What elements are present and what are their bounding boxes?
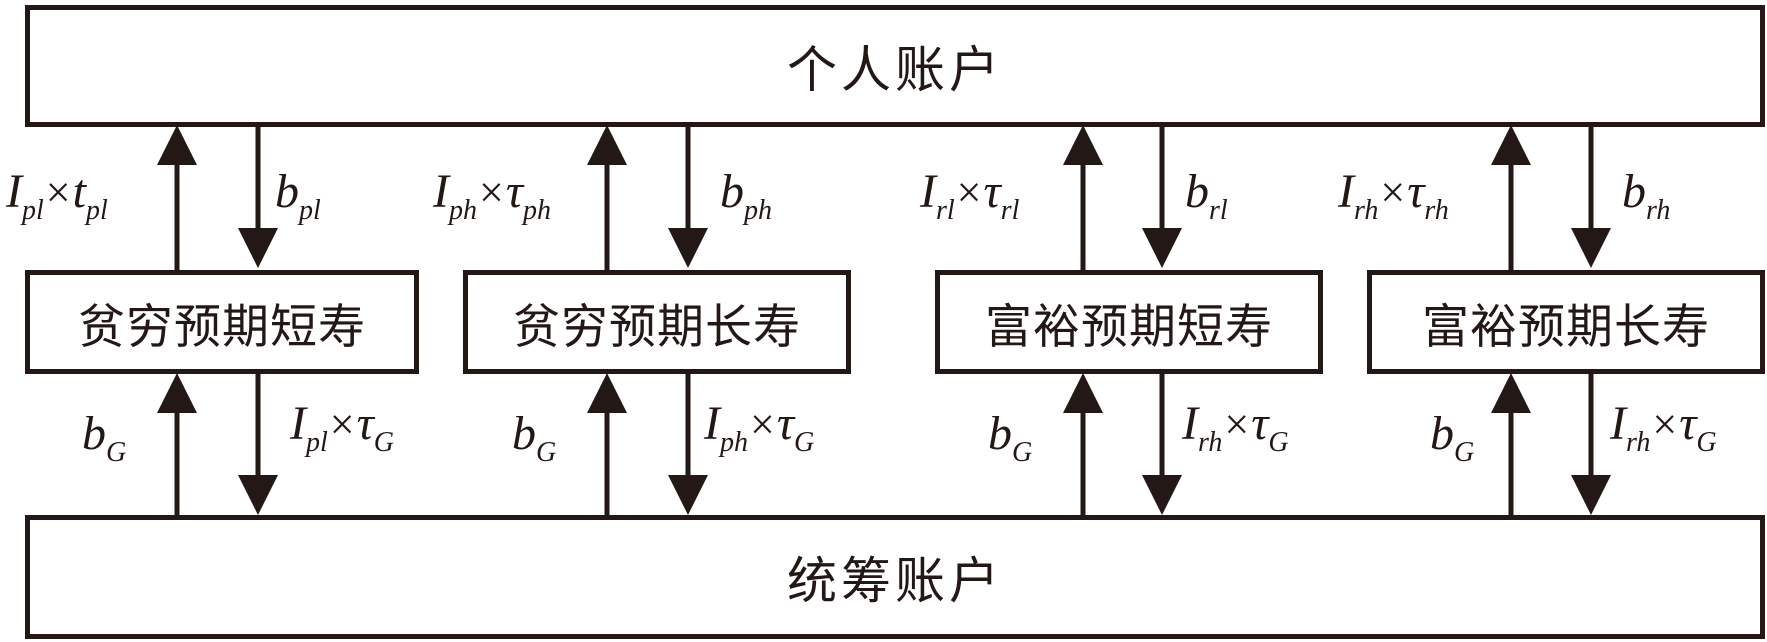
label-pooled-contribution-poor-short: Ipl×τG — [290, 397, 395, 459]
personal-account-box: 个人账户 — [25, 5, 1765, 127]
label-benefit-poor-short: bpl — [275, 165, 321, 227]
label-pooled-benefit-poor-short: bG — [82, 407, 127, 469]
label-pooled-benefit-poor-long: bG — [512, 407, 557, 469]
group-box-rich-short: 富裕预期短寿 — [935, 270, 1323, 374]
group-box-poor-long: 贫穷预期长寿 — [463, 270, 851, 374]
label-benefit-poor-long: bph — [720, 165, 772, 227]
group-label: 富裕预期短寿 — [985, 299, 1273, 355]
personal-account-label: 个人账户 — [787, 41, 1003, 99]
group-label: 贫穷预期长寿 — [513, 299, 801, 355]
label-pooled-benefit-rich-long: bG — [1430, 407, 1475, 469]
label-contribution-poor-short: Ipl×tpl — [6, 165, 108, 227]
group-box-poor-short: 贫穷预期短寿 — [25, 270, 419, 374]
label-pooled-benefit-rich-short: bG — [988, 407, 1033, 469]
group-label: 贫穷预期短寿 — [78, 299, 366, 355]
label-pooled-contribution-rich-short: Irh×τG — [1182, 397, 1289, 459]
label-benefit-rich-short: brl — [1185, 165, 1228, 227]
label-pooled-contribution-poor-long: Iph×τG — [704, 397, 815, 459]
label-contribution-rich-short: Irl×τrl — [920, 165, 1020, 227]
group-label: 富裕预期长寿 — [1422, 299, 1710, 355]
pooled-account-label: 统筹账户 — [787, 552, 1003, 610]
group-box-rich-long: 富裕预期长寿 — [1367, 270, 1765, 374]
label-benefit-rich-long: brh — [1622, 165, 1671, 227]
label-contribution-rich-long: Irh×τrh — [1338, 165, 1449, 227]
pooled-account-box: 统筹账户 — [25, 515, 1765, 639]
label-pooled-contribution-rich-long: Irh×τG — [1610, 397, 1717, 459]
label-contribution-poor-long: Iph×τph — [433, 165, 551, 227]
